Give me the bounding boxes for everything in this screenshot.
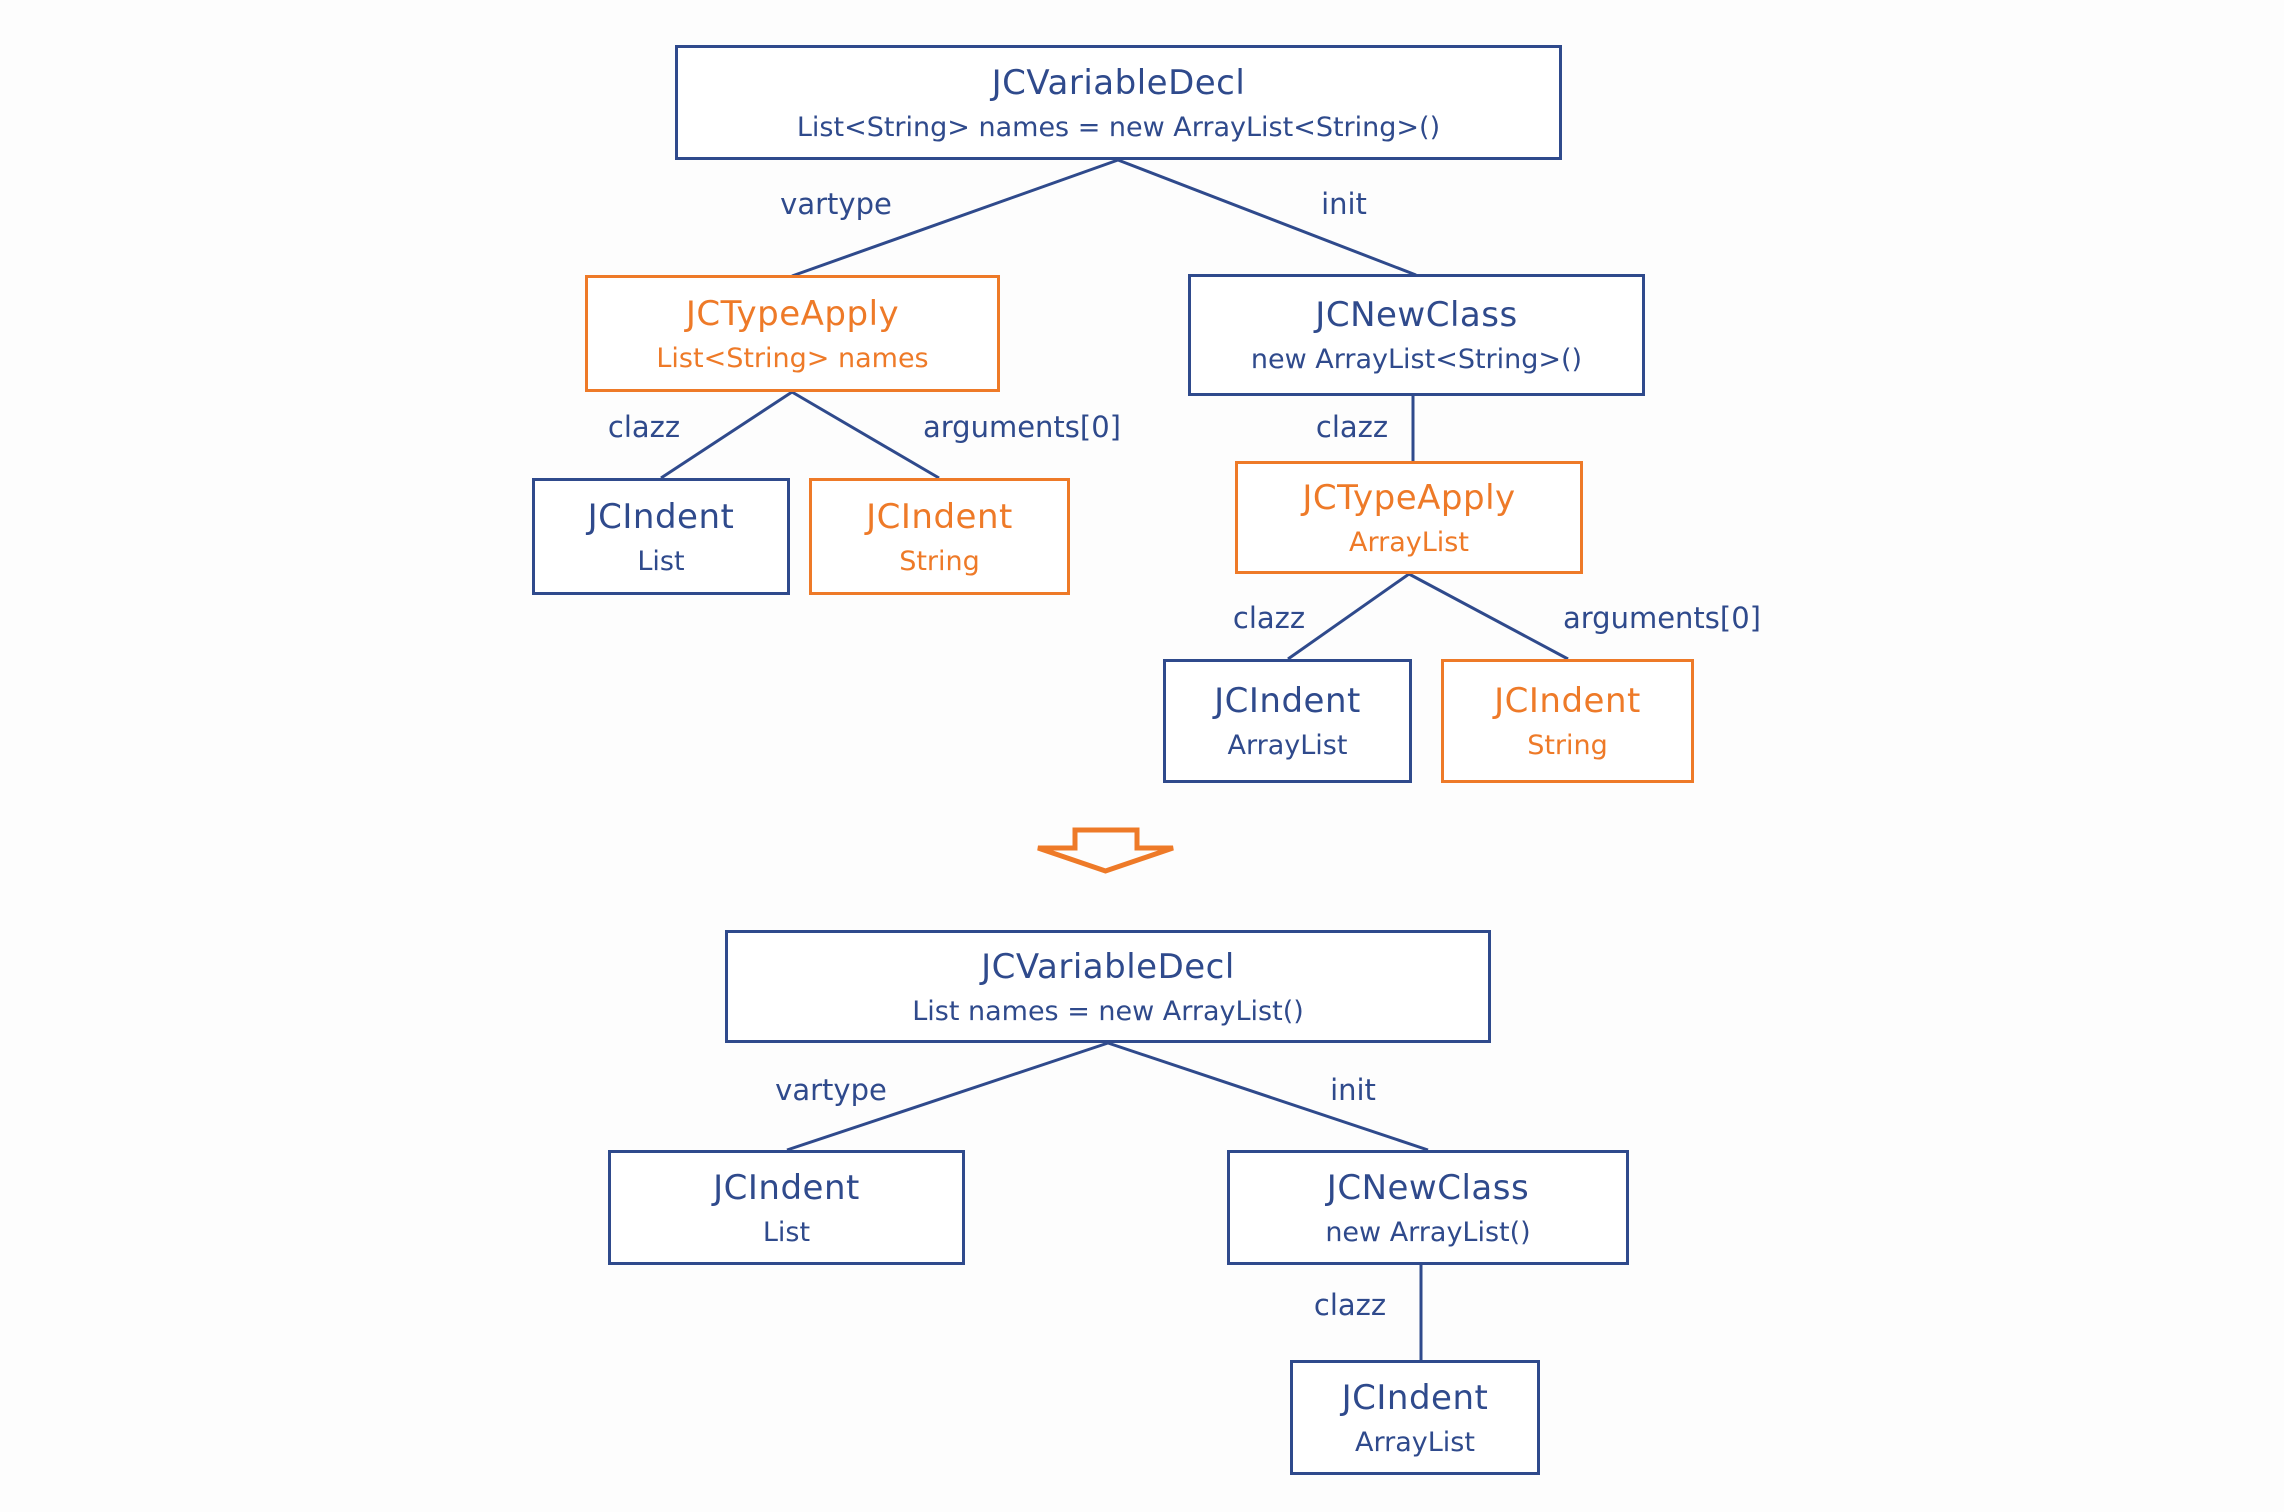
node-code: List [637, 545, 685, 577]
edge-label-clazz-newclass: clazz [1315, 410, 1389, 444]
node-title: JCNewClass [1326, 1167, 1530, 1208]
node-title: JCIndent [587, 496, 735, 537]
edge-arguments0-line-left [791, 390, 940, 480]
edge-clazz-line-typeapply [1287, 572, 1410, 661]
node-code: ArrayList [1355, 1426, 1475, 1458]
edge-label-clazz-typeapply: clazz [1232, 601, 1306, 635]
node-title: JCIndent [1494, 681, 1641, 721]
node-code: List [762, 1216, 811, 1248]
edge-label-clazz-left: clazz [607, 410, 681, 444]
edge-init-line-top [1117, 158, 1417, 277]
node-title: JCIndent [1341, 1377, 1489, 1418]
node-jcindent-arraylist-before: JCIndent ArrayList [1163, 659, 1412, 783]
node-title: JCIndent [713, 1167, 860, 1208]
node-title: JCVariableDecl [991, 62, 1246, 103]
node-jcindent-string-vartype: JCIndent String [809, 478, 1070, 595]
edge-init-line-bottom [1107, 1041, 1429, 1152]
node-jcindent-string-arguments: JCIndent String [1441, 659, 1694, 783]
node-title: JCTypeApply [685, 293, 900, 334]
edge-arguments0-line-right [1408, 572, 1569, 661]
node-jcindent-arraylist-after: JCIndent ArrayList [1290, 1360, 1540, 1475]
node-jcnewclass-after: JCNewClass new ArrayList() [1227, 1150, 1629, 1265]
node-code: ArrayList [1227, 730, 1348, 761]
node-title: JCIndent [866, 496, 1013, 537]
node-jcvariabledecl-before: JCVariableDecl List<String> names = new … [675, 45, 1562, 160]
node-title: JCVariableDecl [981, 946, 1235, 987]
node-jcvariabledecl-after: JCVariableDecl List names = new ArrayLis… [725, 930, 1491, 1043]
edge-label-arguments0-right: arguments[0] [1562, 601, 1762, 635]
edge-label-vartype-top: vartype [780, 187, 892, 221]
node-title: JCTypeApply [1302, 477, 1516, 518]
edge-label-arguments0-left: arguments[0] [922, 410, 1122, 444]
edge-vartype-line-top [791, 158, 1119, 278]
edge-clazz-line-left [660, 390, 793, 480]
down-arrow-icon [1037, 827, 1174, 874]
node-jcindent-list-after: JCIndent List [608, 1150, 965, 1265]
node-jctypeapply-clazz: JCTypeApply ArrayList [1235, 461, 1583, 574]
edge-label-vartype-bottom: vartype [775, 1073, 887, 1107]
node-jcnewclass-before: JCNewClass new ArrayList<String>() [1188, 274, 1645, 396]
edge-label-init-top: init [1321, 187, 1367, 221]
node-code: new ArrayList() [1325, 1216, 1531, 1248]
node-jctypeapply-vartype: JCTypeApply List<String> names [585, 275, 1000, 392]
node-code: String [1527, 730, 1608, 761]
node-jcindent-list-before: JCIndent List [532, 478, 790, 595]
node-title: JCIndent [1214, 681, 1361, 721]
node-code: List<String> names = new ArrayList<Strin… [796, 111, 1441, 143]
node-code: String [899, 545, 980, 577]
edge-vartype-line-bottom [786, 1041, 1109, 1152]
edge-label-clazz-bottom: clazz [1313, 1288, 1387, 1322]
node-code: new ArrayList<String>() [1250, 344, 1583, 375]
node-code: ArrayList [1349, 526, 1469, 558]
node-code: List<String> names [656, 342, 929, 374]
node-title: JCNewClass [1315, 295, 1518, 335]
node-code: List names = new ArrayList() [912, 995, 1304, 1027]
edge-label-init-bottom: init [1330, 1073, 1376, 1107]
